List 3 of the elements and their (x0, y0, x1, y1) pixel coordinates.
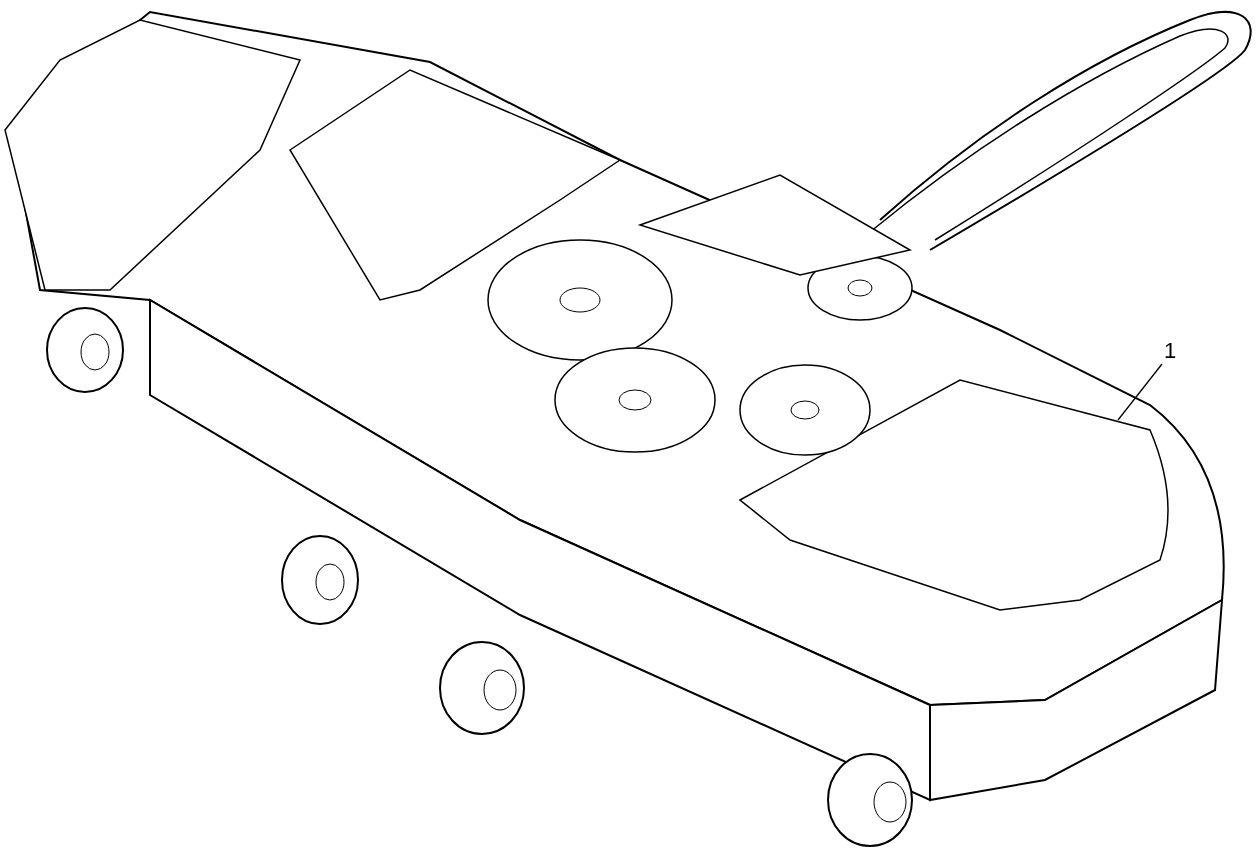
callout-number: 1 (1164, 340, 1177, 362)
mower-deck-drawing (4, 11, 1252, 847)
leader-line (1117, 363, 1163, 421)
